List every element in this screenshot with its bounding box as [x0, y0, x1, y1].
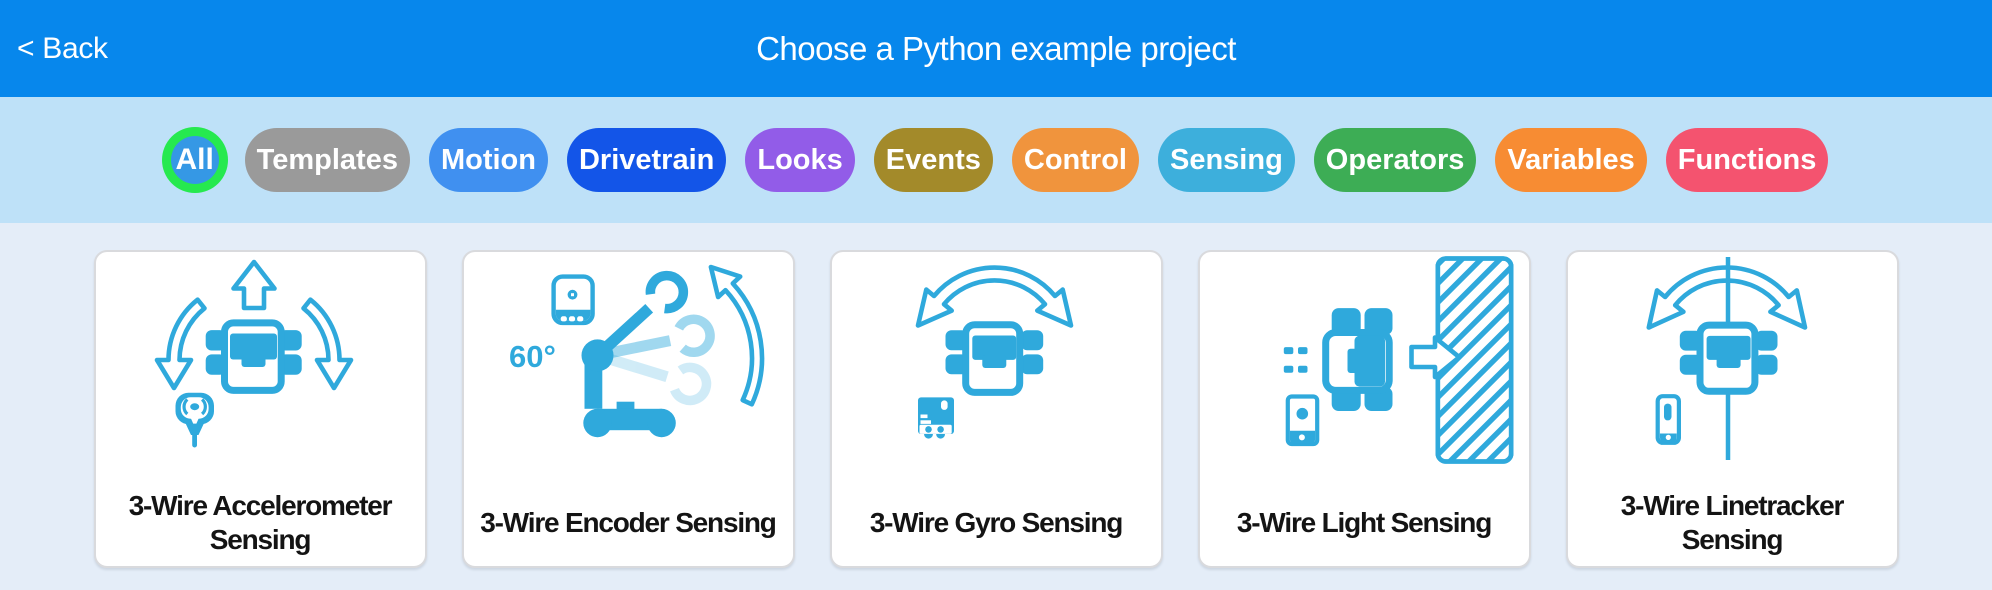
filter-control[interactable]: Control: [1011, 128, 1139, 192]
filter-templates[interactable]: Templates: [244, 128, 410, 192]
accelerometer-sensing-icon: [154, 259, 353, 448]
project-card-title: 3-Wire Linetracker Sensing: [1620, 490, 1845, 555]
filter-drivetrain[interactable]: Drivetrain: [566, 128, 727, 192]
gyro-sensing-icon: [915, 265, 1073, 439]
project-card-grid: 3-Wire Accelerometer Sensing 60°: [0, 223, 1992, 590]
project-card-gyro[interactable]: 3-Wire Gyro Sensing: [829, 250, 1163, 568]
linetracker-sensing-icon: [1646, 257, 1807, 460]
project-card-accelerometer[interactable]: 3-Wire Accelerometer Sensing: [93, 250, 427, 568]
project-card-title: 3-Wire Accelerometer Sensing: [128, 490, 393, 555]
header: < Back Choose a Python example project: [0, 0, 1992, 97]
filter-operators[interactable]: Operators: [1313, 128, 1477, 192]
project-card-title: 3-Wire Gyro Sensing: [869, 507, 1124, 538]
filter-variables[interactable]: Variables: [1495, 128, 1647, 192]
filter-events[interactable]: Events: [873, 128, 993, 192]
project-card-linetracker[interactable]: 3-Wire Linetracker Sensing: [1565, 250, 1899, 568]
project-card-title: 3-Wire Light Sensing: [1236, 507, 1492, 538]
filter-functions[interactable]: Functions: [1665, 128, 1829, 192]
filter-looks[interactable]: Looks: [745, 128, 855, 192]
filter-motion[interactable]: Motion: [428, 128, 548, 192]
light-sensing-icon: [1283, 256, 1514, 464]
filter-sensing[interactable]: Sensing: [1157, 128, 1295, 192]
svg-text:60°: 60°: [509, 339, 556, 374]
project-card-title: 3-Wire Encoder Sensing: [480, 507, 777, 538]
project-card-light[interactable]: 3-Wire Light Sensing: [1197, 250, 1531, 568]
back-button[interactable]: < Back: [17, 0, 108, 97]
filter-all[interactable]: All: [170, 136, 219, 184]
project-card-encoder[interactable]: 60° 3-Wire Encoder Sensing: [461, 250, 795, 568]
filter-bar: All Templates Motion Drivetrain Looks Events C…: [0, 97, 1992, 223]
page-title: Choose a Python example project: [756, 29, 1236, 67]
encoder-sensing-icon: 60°: [509, 264, 764, 438]
